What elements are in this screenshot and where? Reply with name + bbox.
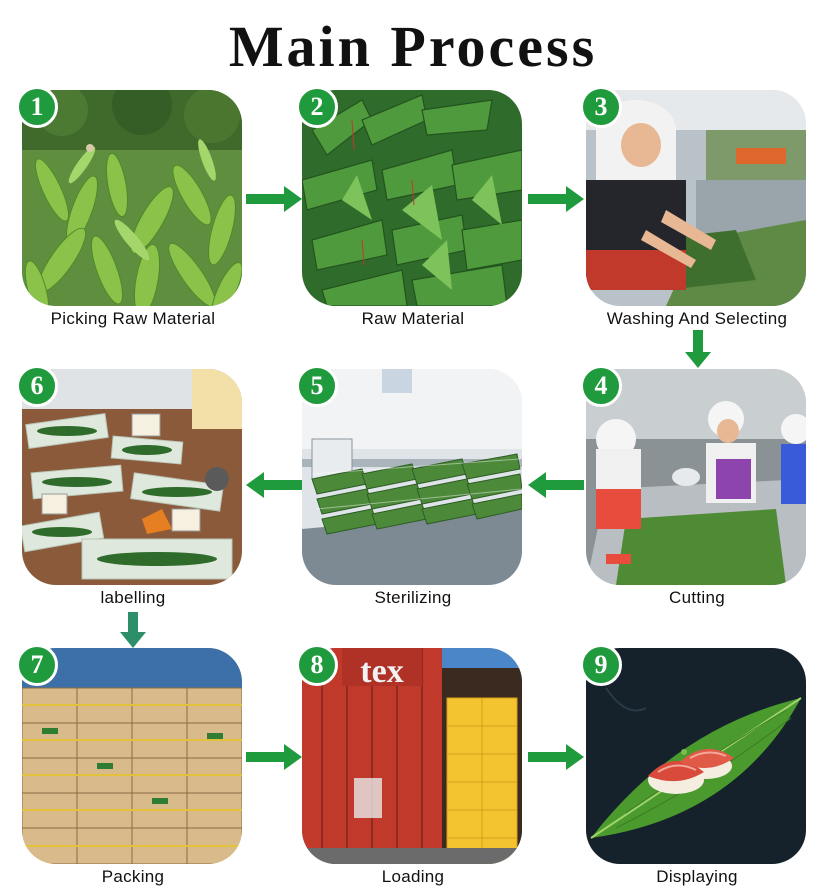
step-number-badge: 6 (16, 365, 58, 407)
arrow-down-icon (120, 612, 146, 648)
step-label: Cutting (669, 588, 725, 607)
container-logo-text: tex (360, 653, 403, 690)
step-9: 9 Displaying (580, 644, 810, 887)
step-number-badge: 8 (296, 644, 338, 686)
sushi-on-leaf-image (586, 648, 806, 864)
step-label: Sterilizing (374, 588, 452, 607)
leaf-field-photo (22, 90, 242, 306)
step-8: 8 tex Loading (296, 644, 526, 887)
step-5: 5 (296, 365, 526, 608)
washing-worker-image (586, 90, 806, 306)
arrow-right-icon (246, 744, 302, 770)
step-label: Displaying (656, 867, 738, 886)
step-7: 7 (16, 644, 246, 887)
arrow-left-icon (528, 472, 584, 498)
step-1: 1 (16, 86, 246, 329)
step-label: Packing (101, 867, 165, 886)
arrow-left-icon (246, 472, 302, 498)
step-number-badge: 5 (296, 365, 338, 407)
arrow-right-icon (528, 744, 584, 770)
labelled-packs-photo (22, 369, 242, 585)
step-label: Picking Raw Material (50, 309, 216, 328)
sterilizer-rack-image (302, 369, 522, 585)
step-number-badge: 3 (580, 86, 622, 128)
step-number-badge: 9 (580, 644, 622, 686)
page-title: Main Process (228, 14, 598, 79)
cutting-workers-image (586, 369, 806, 585)
labelled-packs-image (22, 369, 242, 585)
step-6: 6 (16, 365, 246, 608)
container-loading-photo: tex (302, 648, 522, 864)
leaf-field-image (22, 90, 242, 306)
carton-stacks-image (22, 648, 242, 864)
step-label: Washing And Selecting (606, 309, 788, 328)
step-label: labelling (100, 588, 166, 607)
step-4: 4 Cutting (580, 365, 810, 608)
step-label: Loading (381, 867, 445, 886)
arrow-down-icon (685, 330, 711, 368)
step-number-badge: 4 (580, 365, 622, 407)
leaf-bundles-photo (302, 90, 522, 306)
step-label: Raw Material (361, 309, 465, 328)
step-3: 3 Washing And Selecting (580, 86, 810, 329)
step-number-badge: 2 (296, 86, 338, 128)
container-loading-image: tex (302, 648, 522, 864)
step-number-badge: 7 (16, 644, 58, 686)
step-number-badge: 1 (16, 86, 58, 128)
arrow-right-icon (246, 186, 302, 212)
sushi-on-leaf-photo (586, 648, 806, 864)
carton-stacks-photo (22, 648, 242, 864)
cutting-workers-photo (586, 369, 806, 585)
sterilizer-rack-photo (302, 369, 522, 585)
step-2: 2 (296, 86, 526, 329)
arrow-right-icon (528, 186, 584, 212)
washing-worker-photo (586, 90, 806, 306)
leaf-bundles-image (302, 90, 522, 306)
